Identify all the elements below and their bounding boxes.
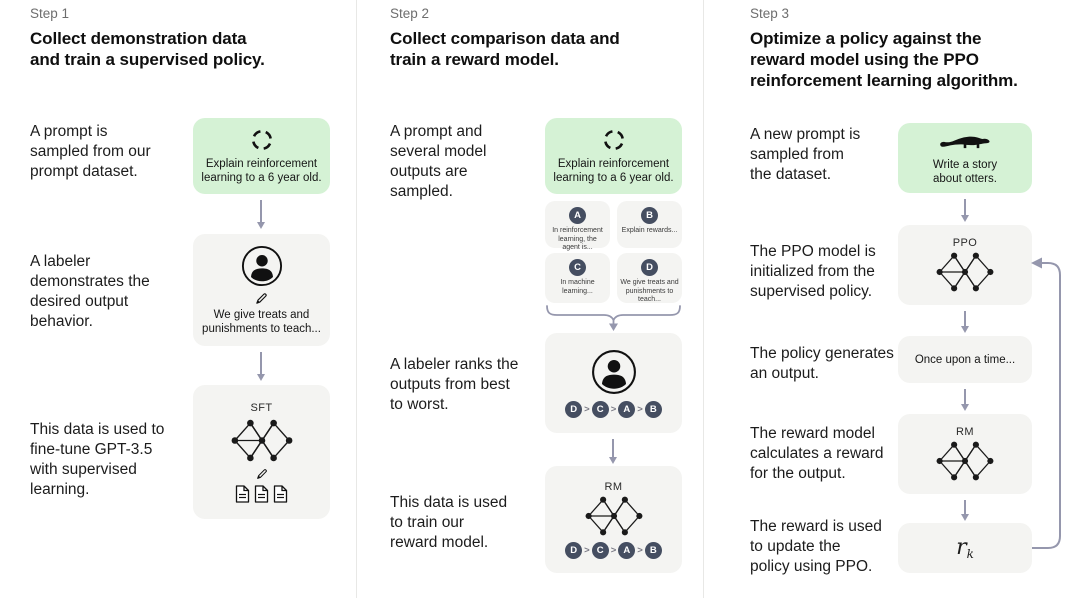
rank-separator: > — [637, 403, 643, 415]
rank-separator: > — [584, 544, 590, 556]
step1-title: Collect demonstration data and train a s… — [30, 29, 265, 69]
ppo-label: PPO — [952, 237, 978, 249]
output-d-badge: D — [641, 259, 658, 276]
rank-badge: B — [644, 400, 662, 418]
column-divider — [356, 0, 357, 598]
down-arrow — [960, 389, 969, 411]
step2-title: Collect comparison data and train a rewa… — [390, 29, 620, 69]
step3-reward-node: rk — [898, 523, 1032, 573]
output-d-box: D We give treats and punishments to teac… — [617, 253, 682, 303]
documents-icon — [235, 484, 288, 503]
otter-icon — [939, 131, 991, 154]
step3-output-text: Once upon a time... — [914, 353, 1016, 366]
step3-title: Optimize a policy against the reward mod… — [750, 29, 1018, 90]
column-divider — [703, 0, 704, 598]
step3-prompt-text: Write a story about otters. — [932, 158, 998, 185]
neural-network-icon — [936, 440, 994, 482]
step3-prompt-node: Write a story about otters. — [898, 123, 1032, 193]
rank-badge: B — [644, 541, 662, 559]
rank-badge: A — [618, 400, 636, 418]
ranking-row: D>C>A>B — [565, 400, 662, 418]
ranking-row: D>C>A>B — [565, 541, 662, 559]
rm-label: RM — [956, 426, 974, 438]
down-arrow — [960, 311, 969, 333]
step3-caption-reward: The reward is used to update the policy … — [750, 518, 882, 575]
down-arrow — [608, 439, 617, 464]
output-a-box: A In reinforcement learning, the agent i… — [545, 201, 610, 251]
step2-labeler-node: D>C>A>B — [545, 333, 682, 433]
neural-network-icon — [585, 495, 643, 537]
output-a-text: In reinforcement learning, the agent is.… — [552, 227, 603, 251]
rank-separator: > — [584, 403, 590, 415]
rank-badge: C — [591, 400, 609, 418]
feedback-loop-arrow — [1028, 252, 1072, 564]
output-a-badge: A — [569, 207, 586, 224]
output-c-text: In machine learning... — [560, 279, 595, 295]
labeler-person-icon — [241, 245, 283, 287]
step3-caption-rm: The reward model calculates a reward for… — [750, 425, 884, 482]
step3-rm-node: RM — [898, 414, 1032, 494]
rank-badge: D — [565, 400, 583, 418]
step2-label: Step 2 — [390, 6, 430, 21]
pencil-icon — [254, 291, 269, 306]
step1-labeler-text: We give treats and punishments to teach.… — [202, 308, 321, 335]
down-arrow — [960, 199, 969, 222]
step3-ppo-node: PPO — [898, 225, 1032, 305]
step3-label: Step 3 — [750, 6, 790, 21]
step1-label: Step 1 — [30, 6, 70, 21]
down-arrow — [960, 500, 969, 521]
step1-sft-node: SFT — [193, 385, 330, 519]
labeler-person-icon — [591, 349, 637, 395]
rank-badge: A — [618, 541, 636, 559]
step3-caption-output: The policy generates an output. — [750, 345, 894, 382]
step2-prompt-node: Explain reinforcement learning to a 6 ye… — [545, 118, 682, 194]
reward-value: rk — [956, 535, 974, 561]
neural-network-icon — [936, 251, 994, 293]
output-c-badge: C — [569, 259, 586, 276]
step3-output-node: Once upon a time... — [898, 336, 1032, 383]
sampling-icon — [250, 128, 274, 152]
neural-network-icon — [231, 418, 293, 463]
step2-caption-prompt: A prompt and several model outputs are s… — [390, 123, 487, 200]
step1-prompt-node: Explain reinforcement learning to a 6 ye… — [193, 118, 330, 194]
step1-labeler-node: We give treats and punishments to teach.… — [193, 234, 330, 346]
pencil-icon — [255, 467, 269, 481]
output-b-badge: B — [641, 207, 658, 224]
down-arrow — [256, 352, 265, 381]
brace-arrow — [545, 305, 682, 332]
output-c-box: C In machine learning... — [545, 253, 610, 303]
sampling-icon — [602, 128, 626, 152]
output-b-text: Explain rewards... — [621, 227, 678, 234]
step1-caption-sft: This data is used to fine-tune GPT-3.5 w… — [30, 421, 165, 498]
step2-prompt-text: Explain reinforcement learning to a 6 ye… — [553, 157, 674, 184]
step3-caption-prompt: A new prompt is sampled from the dataset… — [750, 126, 861, 183]
step2-caption-rank: A labeler ranks the outputs from best to… — [390, 356, 519, 413]
step2-caption-rm: This data is used to train our reward mo… — [390, 494, 508, 551]
step1-caption-labeler: A labeler demonstrates the desired outpu… — [30, 253, 150, 330]
down-arrow — [256, 200, 265, 229]
rank-separator: > — [637, 544, 643, 556]
step1-prompt-text: Explain reinforcement learning to a 6 ye… — [201, 157, 322, 184]
rank-separator: > — [610, 403, 617, 415]
sft-label: SFT — [250, 401, 273, 414]
step2-rm-node: RM D>C>A>B — [545, 466, 682, 573]
output-b-box: B Explain rewards... — [617, 201, 682, 248]
step1-caption-prompt: A prompt is sampled from our prompt data… — [30, 123, 151, 180]
rm-label: RM — [604, 480, 623, 493]
rank-separator: > — [610, 544, 617, 556]
step3-caption-ppo: The PPO model is initialized from the su… — [750, 243, 876, 300]
rank-badge: D — [565, 541, 583, 559]
output-d-text: We give treats and punishments to teach.… — [620, 279, 679, 303]
rank-badge: C — [591, 541, 609, 559]
